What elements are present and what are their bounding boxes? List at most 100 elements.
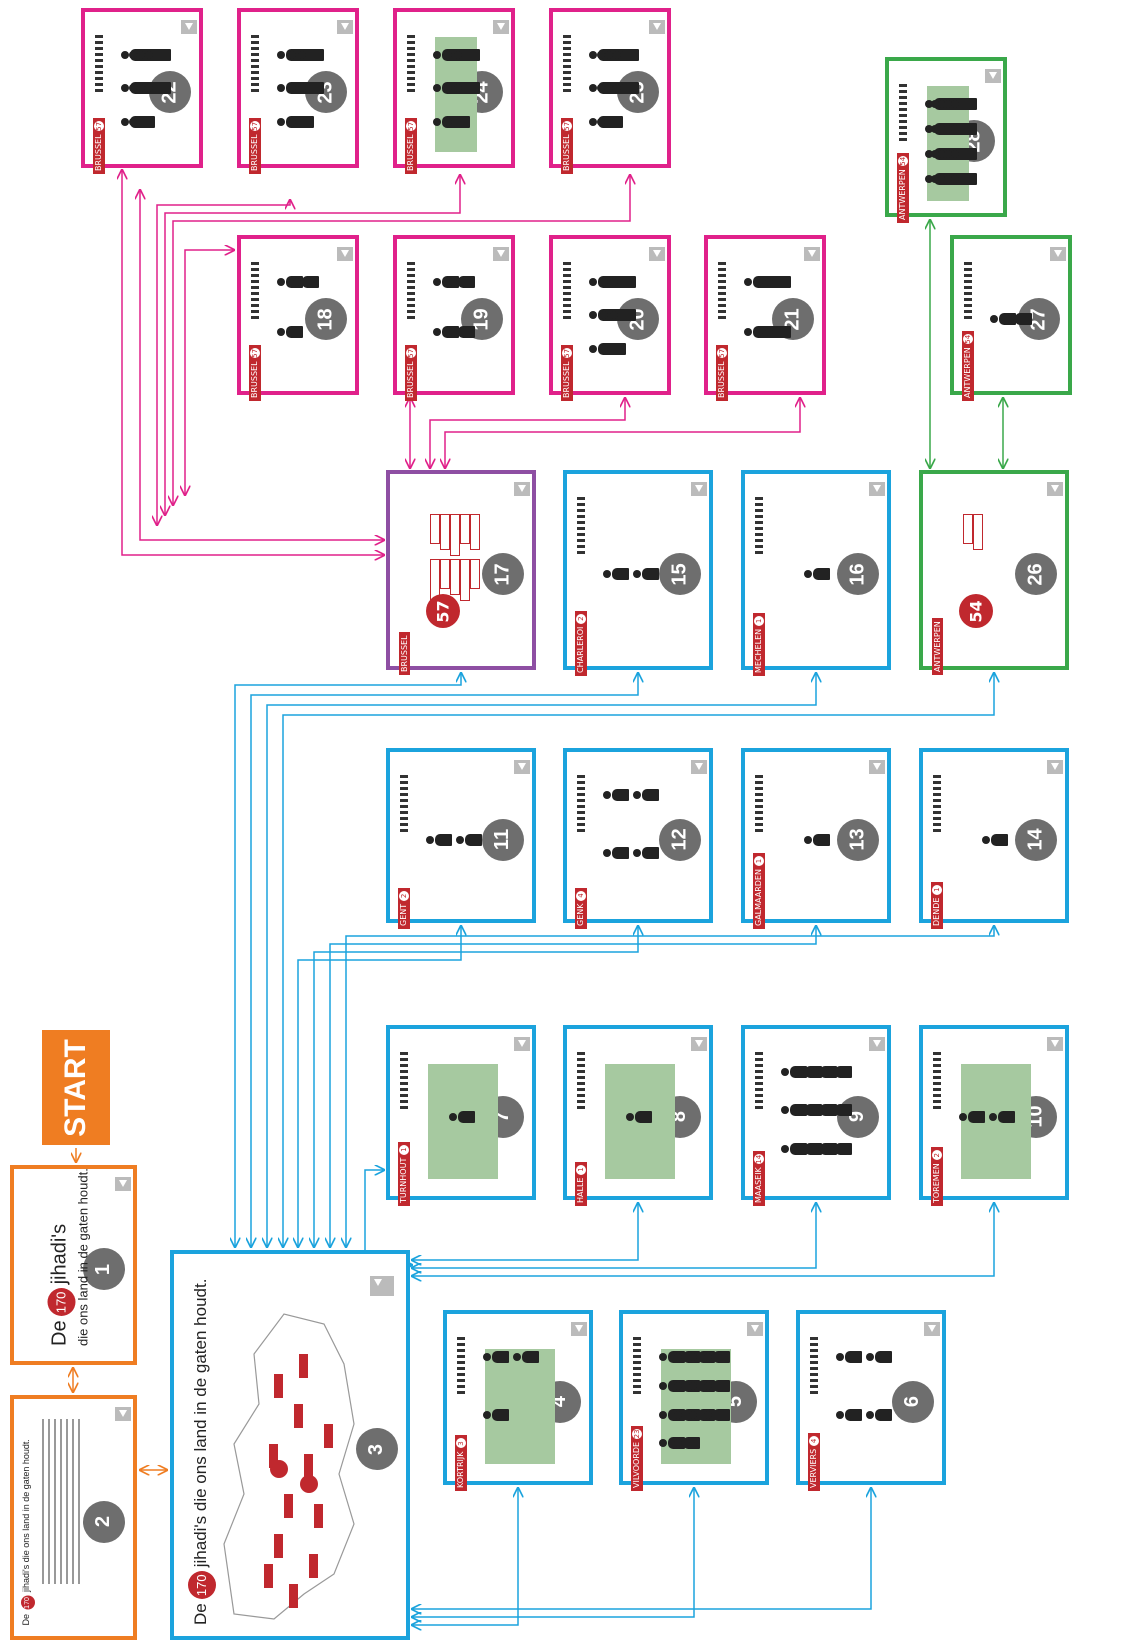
person-figure[interactable]: [826, 1065, 852, 1079]
map-marker[interactable]: [299, 1354, 308, 1378]
person-figure[interactable]: [293, 275, 319, 289]
person-figure[interactable]: [129, 115, 155, 129]
subpage-link[interactable]: [460, 559, 470, 601]
down-arrow-icon[interactable]: [747, 1322, 763, 1336]
person-figure[interactable]: [826, 1103, 852, 1117]
person-figure[interactable]: [145, 48, 171, 62]
person-figure[interactable]: [603, 846, 629, 860]
down-arrow-icon[interactable]: [869, 760, 885, 774]
person-figure[interactable]: [610, 275, 636, 289]
person-figure[interactable]: [600, 342, 626, 356]
person-figure[interactable]: [1006, 312, 1032, 326]
down-arrow-icon[interactable]: [1050, 247, 1066, 261]
subpage-link[interactable]: [470, 514, 480, 550]
down-arrow-icon[interactable]: [514, 760, 530, 774]
map-marker[interactable]: [274, 1534, 283, 1558]
map-city-badge[interactable]: [270, 1460, 288, 1478]
person-figure[interactable]: [456, 833, 482, 847]
person-figure[interactable]: [765, 275, 791, 289]
person-figure[interactable]: [603, 567, 629, 581]
person-figure[interactable]: [454, 81, 480, 95]
person-figure[interactable]: [951, 122, 977, 136]
subpage-link[interactable]: [430, 514, 440, 544]
subpage-link[interactable]: [440, 514, 450, 550]
down-arrow-icon[interactable]: [337, 247, 353, 261]
map-marker[interactable]: [314, 1504, 323, 1528]
down-arrow-icon[interactable]: [337, 20, 353, 34]
person-figure[interactable]: [633, 846, 659, 860]
person-figure[interactable]: [145, 81, 171, 95]
person-figure[interactable]: [826, 1142, 852, 1156]
down-arrow-icon[interactable]: [869, 482, 885, 496]
person-figure[interactable]: [951, 97, 977, 111]
down-arrow-icon[interactable]: [1047, 1037, 1063, 1051]
down-arrow-icon[interactable]: [649, 247, 665, 261]
subpage-link[interactable]: [440, 559, 450, 589]
subpage-link[interactable]: [470, 559, 480, 589]
down-arrow-icon[interactable]: [370, 1276, 394, 1296]
subpage-link[interactable]: [460, 514, 470, 544]
person-figure[interactable]: [277, 325, 303, 339]
down-arrow-icon[interactable]: [869, 1037, 885, 1051]
down-arrow-icon[interactable]: [493, 20, 509, 34]
person-figure[interactable]: [982, 833, 1008, 847]
person-figure[interactable]: [989, 1110, 1015, 1124]
down-arrow-icon[interactable]: [985, 69, 1001, 83]
subpage-link[interactable]: [973, 514, 983, 550]
person-figure[interactable]: [866, 1408, 892, 1422]
person-figure[interactable]: [633, 567, 659, 581]
map-city-badge[interactable]: [300, 1475, 318, 1493]
map-marker[interactable]: [294, 1404, 303, 1428]
map-marker[interactable]: [304, 1454, 313, 1478]
person-figure[interactable]: [444, 115, 470, 129]
map-marker[interactable]: [274, 1374, 283, 1398]
person-figure[interactable]: [610, 308, 636, 322]
person-figure[interactable]: [836, 1408, 862, 1422]
person-figure[interactable]: [704, 1379, 730, 1393]
person-figure[interactable]: [674, 1436, 700, 1450]
person-figure[interactable]: [288, 115, 314, 129]
down-arrow-icon[interactable]: [691, 1037, 707, 1051]
person-figure[interactable]: [449, 275, 475, 289]
person-figure[interactable]: [449, 1110, 475, 1124]
person-figure[interactable]: [959, 1110, 985, 1124]
person-figure[interactable]: [613, 48, 639, 62]
down-arrow-icon[interactable]: [493, 247, 509, 261]
down-arrow-icon[interactable]: [1047, 760, 1063, 774]
down-arrow-icon[interactable]: [649, 20, 665, 34]
down-arrow-icon[interactable]: [571, 1322, 587, 1336]
person-figure[interactable]: [704, 1408, 730, 1422]
person-figure[interactable]: [449, 325, 475, 339]
down-arrow-icon[interactable]: [514, 482, 530, 496]
map-marker[interactable]: [269, 1444, 278, 1468]
down-arrow-icon[interactable]: [924, 1322, 940, 1336]
person-figure[interactable]: [704, 1350, 730, 1364]
person-figure[interactable]: [626, 1110, 652, 1124]
person-figure[interactable]: [866, 1350, 892, 1364]
map-marker[interactable]: [289, 1584, 298, 1608]
person-figure[interactable]: [951, 172, 977, 186]
person-figure[interactable]: [765, 325, 791, 339]
person-figure[interactable]: [804, 567, 830, 581]
down-arrow-icon[interactable]: [115, 1177, 131, 1191]
person-figure[interactable]: [298, 81, 324, 95]
card-17[interactable]: 17BRUSSEL5757: [386, 470, 536, 675]
subpage-link[interactable]: [963, 514, 973, 544]
